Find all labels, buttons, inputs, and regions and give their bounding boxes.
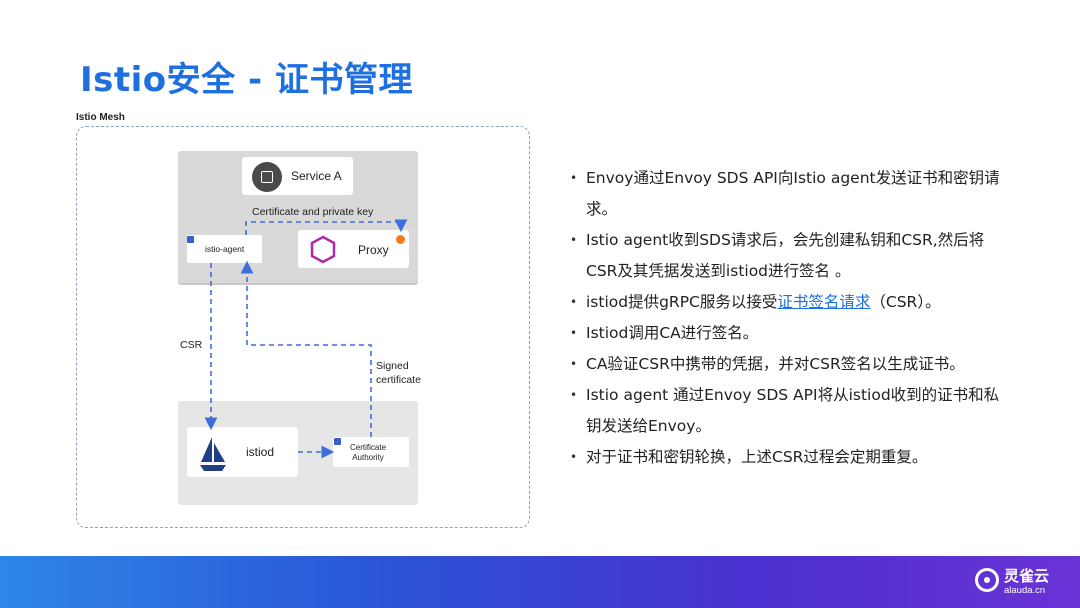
bullet-item: Istio agent收到SDS请求后，会先创建私钥和CSR,然后将CSR及其凭… — [570, 225, 1010, 287]
signed-label-line2: certificate — [376, 374, 421, 386]
csr-label: CSR — [180, 339, 203, 351]
bullet-item: Istio agent 通过Envoy SDS API将从istiod收到的证书… — [570, 380, 1010, 442]
ca-label-line1: Certificate — [350, 443, 387, 452]
brand-name: 灵雀云 — [1004, 567, 1050, 585]
proxy-hexagon-icon — [310, 235, 336, 264]
istio-agent-card — [187, 235, 262, 263]
bullet-text: istiod提供gRPC服务以接受 — [586, 293, 778, 311]
ca-label: Certificate Authority — [350, 443, 386, 463]
kubernetes-icon — [334, 438, 341, 445]
bullet-item: CA验证CSR中携带的凭据，并对CSR签名以生成证书。 — [570, 349, 1010, 380]
brand-domain: alauda.cn — [1004, 585, 1046, 596]
bullet-item: 对于证书和密钥轮换，上述CSR过程会定期重复。 — [570, 442, 1010, 473]
status-dot-icon — [396, 235, 405, 244]
cert-key-label: Certificate and private key — [252, 206, 374, 218]
cert-key-arrow — [245, 219, 408, 235]
proxy-label: Proxy — [358, 243, 389, 257]
page-title: Istio安全 - 证书管理 — [80, 60, 413, 100]
proxy-card — [298, 230, 409, 268]
signed-certificate-arrow — [240, 260, 372, 437]
signed-certificate-label: Signed certificate — [376, 359, 421, 387]
service-label: Service A — [291, 169, 342, 183]
mesh-boundary — [76, 126, 530, 528]
alauda-logo-icon — [975, 568, 999, 592]
footer-band — [0, 556, 1080, 608]
csr-link[interactable]: 证书签名请求 — [777, 293, 871, 311]
ca-label-line2: Authority — [352, 453, 384, 462]
bullet-item: istiod提供gRPC服务以接受证书签名请求（CSR）。 — [570, 287, 1010, 318]
istiod-label: istiod — [246, 445, 275, 459]
kubernetes-icon — [187, 236, 194, 243]
istio-agent-label: istio-agent — [205, 244, 245, 254]
bullet-item: Envoy通过Envoy SDS API向Istio agent发送证书和密钥请… — [570, 163, 1010, 225]
sail-icon — [200, 437, 226, 471]
mesh-label: Istio Mesh — [76, 112, 125, 123]
bullet-text: （CSR）。 — [870, 293, 941, 311]
bullet-item: Istiod调用CA进行签名。 — [570, 318, 1010, 349]
ca-card — [333, 437, 409, 467]
bullet-list: Envoy通过Envoy SDS API向Istio agent发送证书和密钥请… — [570, 163, 1010, 473]
chip-icon — [252, 162, 282, 192]
signed-label-line1: Signed — [376, 360, 409, 372]
